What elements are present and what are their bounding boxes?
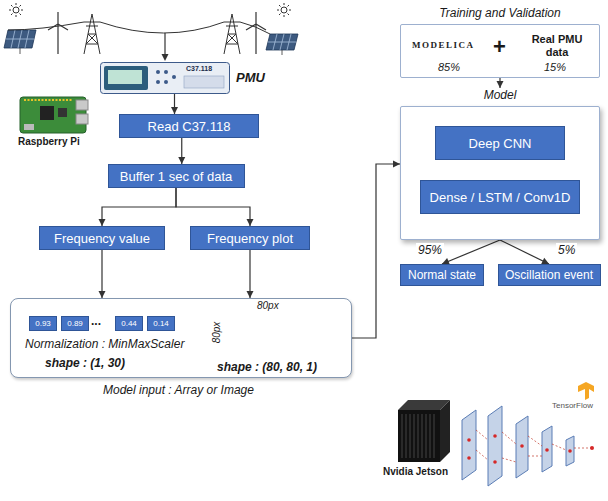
arrow-head bbox=[171, 107, 178, 114]
connector-line bbox=[101, 250, 102, 298]
meter-device: C37.118PMU bbox=[100, 62, 230, 94]
dimension-text: 80px bbox=[257, 300, 279, 311]
connector bbox=[442, 240, 500, 265]
share-text: 85% bbox=[438, 61, 460, 73]
arrow-head bbox=[99, 219, 106, 226]
transmission-tower bbox=[84, 14, 240, 54]
connector-line bbox=[442, 240, 500, 264]
process-box: Read C37.118 bbox=[119, 114, 259, 138]
plus-sign: + bbox=[493, 34, 506, 60]
note-text: Normalization : MinMaxScaler bbox=[25, 337, 184, 351]
connector bbox=[171, 94, 178, 114]
connector bbox=[497, 78, 504, 88]
power-line bbox=[8, 22, 270, 34]
caption-text: Model input : Array or Image bbox=[103, 383, 254, 397]
connector bbox=[500, 240, 549, 264]
node-text: 0.14 bbox=[153, 319, 169, 328]
logo-text: MODELICA bbox=[412, 40, 475, 50]
arrow-head bbox=[247, 291, 254, 298]
device-icon bbox=[398, 400, 450, 462]
arrow-head bbox=[178, 157, 185, 164]
connector bbox=[352, 161, 400, 339]
dimension-text: 80px bbox=[211, 322, 222, 344]
value-cell: 0.44 bbox=[115, 316, 143, 331]
feed-arrow bbox=[162, 33, 169, 61]
source-panel: Training and ValidationMODELICA 85% + Real … bbox=[400, 6, 600, 78]
arrow-head bbox=[99, 291, 106, 298]
device-text: C37.118 bbox=[186, 65, 212, 72]
sun-icon bbox=[9, 3, 291, 17]
arrow-head bbox=[393, 161, 400, 168]
node-text: Deep CNN bbox=[469, 136, 532, 151]
node-text: Oscillation event bbox=[505, 268, 593, 282]
node-text: Read C37.118 bbox=[148, 119, 231, 134]
device-label: PMU bbox=[236, 70, 265, 85]
connector bbox=[247, 250, 254, 298]
edge-label: 5% bbox=[556, 243, 577, 257]
process-box: Frequency plot bbox=[190, 226, 310, 250]
connector-line bbox=[352, 164, 400, 338]
solar-panel bbox=[4, 30, 298, 55]
process-box: Buffer 1 sec of data bbox=[108, 164, 245, 188]
icon-label: Raspberry Pi bbox=[18, 136, 80, 147]
node-text: Frequency value bbox=[54, 231, 150, 246]
connector-line bbox=[249, 250, 250, 298]
connector bbox=[178, 138, 185, 164]
board-icon bbox=[20, 97, 88, 133]
connector-line bbox=[500, 240, 549, 264]
connector-line bbox=[102, 188, 176, 226]
tf-logo bbox=[578, 382, 594, 400]
dimension-text: shape : (1, 30) bbox=[45, 356, 125, 370]
panel-heading: Model bbox=[400, 88, 600, 102]
source-text: Real PMU data bbox=[524, 33, 590, 58]
connector-line bbox=[176, 188, 250, 226]
node-text: 0.44 bbox=[121, 319, 137, 328]
edge-label: 95% bbox=[416, 243, 444, 257]
node-text: Normal state bbox=[408, 268, 476, 282]
connector bbox=[176, 188, 254, 226]
dimension-text: shape : (80, 80, 1) bbox=[217, 360, 317, 374]
arrow-head bbox=[247, 219, 254, 226]
panel-heading: Training and Validation bbox=[400, 6, 600, 20]
input-panel: ... Normalization : MinMaxScaler shape : (… bbox=[10, 298, 352, 378]
connector bbox=[99, 250, 106, 298]
node-text: 0.89 bbox=[67, 319, 83, 328]
connector bbox=[99, 188, 177, 226]
result-box: Normal state bbox=[400, 264, 484, 286]
share-text: 15% bbox=[544, 61, 566, 73]
value-cell: 0.14 bbox=[147, 316, 175, 331]
node-text: 0.93 bbox=[35, 319, 51, 328]
process-box: Frequency value bbox=[39, 226, 165, 250]
net-panel: ModelDeep CNN Dense / LSTM / Conv1D bbox=[400, 88, 600, 240]
node-text: Buffer 1 sec of data bbox=[120, 169, 233, 184]
value-cell: 0.89 bbox=[61, 316, 89, 331]
node-text: Frequency plot bbox=[207, 231, 293, 246]
wind-turbine bbox=[48, 12, 266, 54]
arrow-head bbox=[497, 81, 504, 88]
ellipsis: ... bbox=[91, 314, 101, 328]
layer-box: Dense / LSTM / Conv1D bbox=[420, 180, 580, 214]
icon-label: Nvidia Jetson bbox=[383, 466, 448, 477]
layer-box: Deep CNN bbox=[435, 126, 565, 160]
network-illustration bbox=[462, 406, 594, 486]
result-box: Oscillation event bbox=[498, 264, 601, 286]
logo-label: TensorFlow bbox=[552, 401, 593, 410]
node-text: Dense / LSTM / Conv1D bbox=[430, 190, 571, 205]
value-cell: 0.93 bbox=[29, 316, 57, 331]
